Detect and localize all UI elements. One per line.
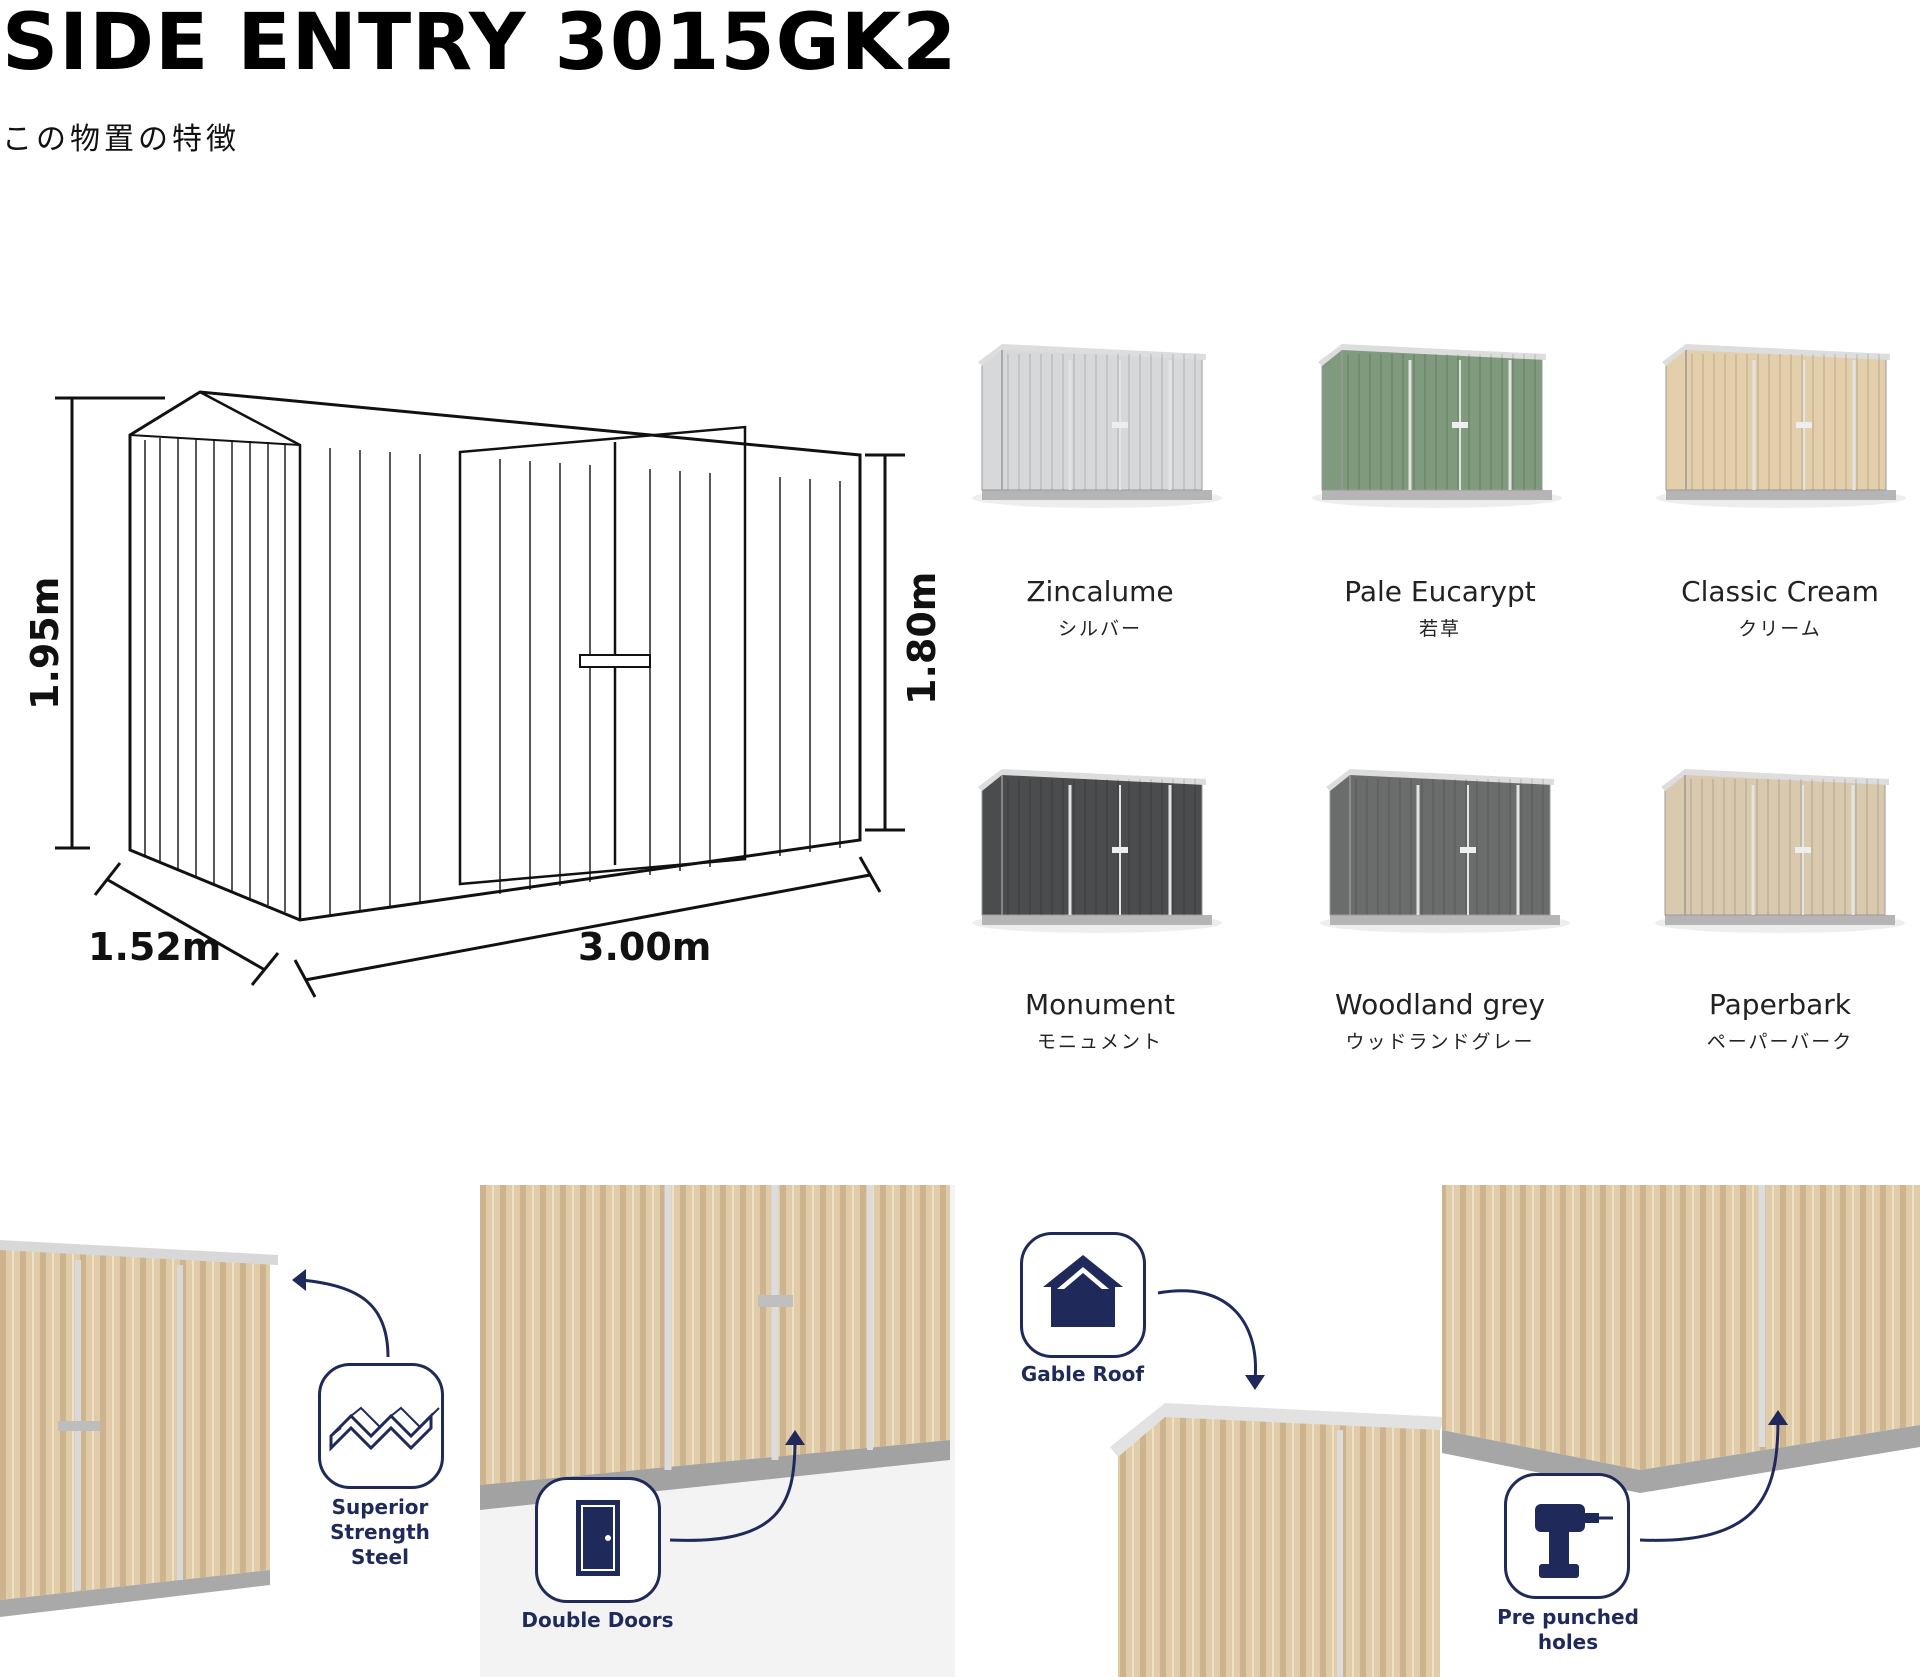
house-icon: [1043, 1255, 1123, 1327]
colour-name: Paperbark: [1709, 988, 1851, 1021]
feature-icon-box-roof: [1020, 1232, 1146, 1358]
page-subtitle: この物置の特徴: [2, 122, 240, 157]
feature-icon-box-steel: [318, 1363, 444, 1489]
shed-swatch-image: [962, 340, 1232, 520]
feature-icon-box-holes: [1504, 1473, 1630, 1599]
shed-swatch-image: [1302, 340, 1572, 520]
feature-photo-strip: [0, 1185, 1920, 1677]
shed-swatch-image: [1645, 765, 1915, 945]
dim-height-wall: 1.80m: [900, 572, 940, 705]
feature-label-steel: Superior Strength Steel: [330, 1495, 430, 1569]
corrugated-steel-icon: [329, 1406, 440, 1452]
colour-name-jp: ペーパーバーク: [1706, 1031, 1854, 1053]
page-title: SIDE ENTRY 3015GK2: [2, 0, 958, 88]
colour-name: Woodland grey: [1335, 988, 1545, 1021]
shed-swatch-image: [1646, 340, 1916, 520]
shed-dimension-drawing: 1.95m 1.80m 1.52m 3.00m: [23, 390, 940, 998]
feature-label-doors: Double Doors: [521, 1608, 674, 1632]
colour-swatch: Woodland grey ウッドランドグレー: [1300, 988, 1580, 1054]
colour-name: Monument: [1024, 988, 1175, 1021]
shed-swatch-image: [962, 765, 1232, 945]
dim-width: 3.00m: [578, 925, 711, 969]
colour-name: Pale Eucarypt: [1344, 575, 1536, 608]
door-icon: [576, 1500, 620, 1576]
colour-name-jp: モニュメント: [1036, 1031, 1163, 1053]
colour-swatch: Classic Cream クリーム: [1640, 575, 1920, 641]
colour-name: Zincalume: [1026, 575, 1174, 608]
dim-depth: 1.52m: [88, 925, 221, 969]
colour-swatch: Paperbark ペーパーバーク: [1640, 988, 1920, 1054]
colour-name: Classic Cream: [1681, 575, 1879, 608]
drill-icon: [1535, 1504, 1613, 1578]
colour-swatch: Zincalume シルバー: [960, 575, 1240, 641]
feature-label-roof: Gable Roof: [1020, 1362, 1145, 1386]
colour-swatch: Pale Eucarypt 若草: [1300, 575, 1580, 641]
colour-name-jp: ウッドランドグレー: [1345, 1031, 1535, 1053]
dim-height-total: 1.95m: [23, 577, 67, 710]
feature-icon-box-doors: [535, 1477, 661, 1603]
shed-swatch-image: [1310, 765, 1580, 945]
feature-label-holes: Pre punched holes: [1497, 1605, 1639, 1654]
colour-swatch: Monument モニュメント: [960, 988, 1240, 1054]
colour-name-jp: 若草: [1418, 618, 1461, 640]
colour-name-jp: シルバー: [1057, 618, 1142, 640]
colour-name-jp: クリーム: [1738, 618, 1822, 640]
